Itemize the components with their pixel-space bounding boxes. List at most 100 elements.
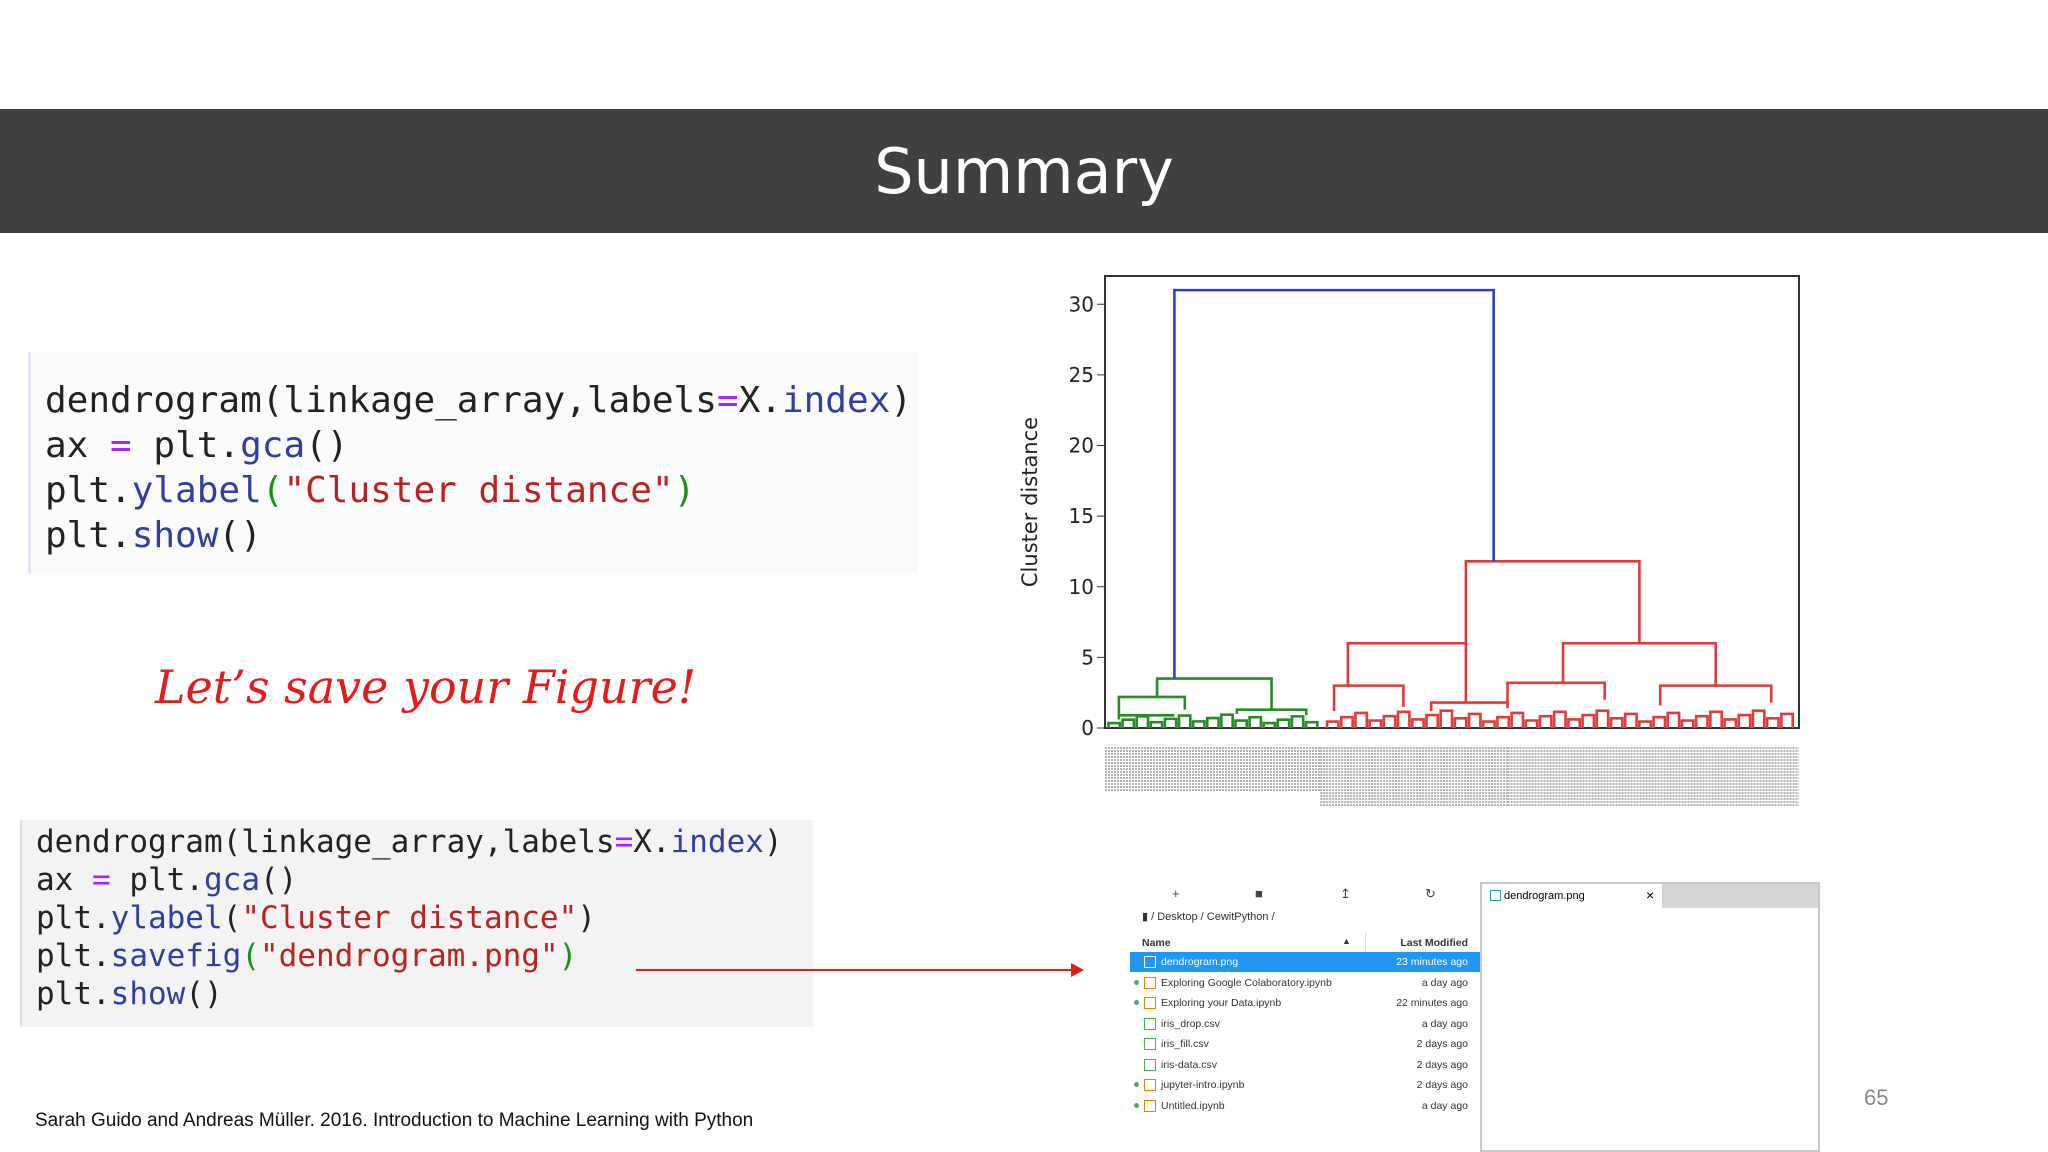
column-name[interactable]: Name [1142,937,1171,949]
dendrogram-link [1709,710,1724,728]
dendrogram-link [1751,709,1766,728]
code-token: ( [261,470,284,511]
code-token: plt. [131,425,241,466]
running-indicator-icon [1134,1082,1139,1087]
breadcrumb[interactable]: ▮ / Desktop / CewitPython / [1142,910,1275,923]
dendrogram-link [1205,716,1220,728]
y-tick-label: 15 [1069,504,1094,528]
file-name: iris-data.csv [1161,1058,1218,1071]
file-row[interactable]: Exploring Google Colaboratory.ipynb a day… [1130,973,1480,993]
file-modified: a day ago [1421,976,1468,989]
image-file-icon [1490,890,1501,901]
file-name: dendrogram.png [1161,956,1239,968]
dendrogram-link [1453,717,1468,728]
dendrogram-link [1552,710,1567,728]
dendrogram-link [1652,715,1667,728]
code-token: gca [204,862,260,898]
code-cell-dendrogram: dendrogram(linkage_array,labels=X.index)… [28,352,918,574]
code-token: ax [36,862,92,898]
dendrogram-link [1439,709,1454,728]
file-modified: 2 days ago [1416,1038,1468,1050]
dendrogram-link [1354,711,1369,728]
dendrogram-link [1248,715,1263,728]
tab-dendrogram-png[interactable]: dendrogram.png × [1482,884,1663,908]
running-indicator-icon [1134,979,1139,985]
notebook-icon [1144,1079,1156,1091]
code-token: plt. [45,470,132,511]
y-tick-label: 0 [1081,716,1094,740]
code-token: () [305,425,349,466]
code-token: index [781,380,891,421]
new-launcher-icon[interactable]: + [1172,886,1180,901]
dendrogram-link [1149,720,1164,728]
dendrogram-link [1561,641,1718,686]
dendrogram-link [1325,720,1340,728]
dendrogram-link [1235,708,1308,716]
handwritten-note: Let’s save your Figure! [155,660,697,714]
column-last-modified[interactable]: Last Modified [1400,937,1468,949]
file-modified: 23 minutes ago [1396,956,1468,968]
code-token: plt. [36,938,111,974]
file-row[interactable]: dendrogram.png 23 minutes ago [1130,952,1480,972]
upload-icon[interactable]: ↥ [1340,886,1351,901]
dendrogram-link [1107,721,1122,728]
code-token: dendrogram(linkage_array,labels [36,824,615,860]
dendrogram-link [1346,641,1468,703]
code-token: "dendrogram.png" [259,938,559,974]
dendrogram-link [1339,715,1354,728]
new-folder-icon[interactable]: ■ [1255,886,1263,901]
file-name: Exploring your Data.ipynb [1161,997,1282,1009]
code-token: X. [633,824,671,860]
dendrogram-link [1666,711,1681,728]
dendrogram-link [1191,720,1206,728]
file-row[interactable]: Untitled.ipynb a day ago [1130,1096,1480,1116]
dendrogram-link [1163,717,1178,728]
file-name: Exploring Google Colaboratory.ipynb [1161,976,1332,989]
code-token: ( [241,938,260,974]
dendrogram-link [1304,720,1319,728]
code-token: plt. [45,515,132,556]
sort-ascending-icon[interactable]: ▲ [1342,936,1351,946]
code-token: savefig [110,938,242,974]
close-icon[interactable]: × [1646,887,1655,903]
y-tick-label: 25 [1069,363,1094,387]
file-browser-panel: + ■ ↥ ↻ ▮ / Desktop / CewitPython / Name… [1130,878,1480,1152]
code1-line-3: plt.ylabel("Cluster distance") [45,468,918,513]
code-token: gca [240,425,306,466]
refresh-icon[interactable]: ↻ [1425,886,1436,901]
dendrogram-link [1694,714,1709,728]
code-token: X. [738,380,782,421]
code-token: ax [45,425,111,466]
csv-file-icon [1144,1017,1156,1030]
dendrogram-link [1396,710,1411,728]
dendrogram-link [1262,721,1277,728]
code1-line-1: dendrogram(linkage_array,labels=X.index) [45,378,918,423]
y-tick-label: 20 [1069,434,1094,458]
dendrogram-link [1524,719,1539,728]
file-list-header: Name ▲ Last Modified [1130,932,1480,953]
notebook-icon [1144,997,1156,1009]
file-name: Untitled.ipynb [1161,1099,1225,1112]
folder-icon: ▮ [1142,911,1149,923]
y-tick-label: 5 [1081,645,1094,669]
csv-file-icon [1144,1058,1156,1071]
running-indicator-icon [1134,1102,1139,1108]
code-token: ylabel [110,900,223,936]
plot-frame [1104,275,1800,729]
dendrogram-link [1467,712,1482,728]
slide-title: Summary [874,134,1174,208]
dendrogram-link [1595,709,1610,728]
code1-line-4: plt.show() [45,513,918,558]
file-modified: 2 days ago [1416,1079,1468,1091]
file-modified: a day ago [1421,1099,1468,1112]
code-token: plt. [36,976,111,1012]
dendrogram-link [1135,715,1150,728]
code-token: plt. [36,900,111,936]
dendrogram-link [1382,714,1397,728]
